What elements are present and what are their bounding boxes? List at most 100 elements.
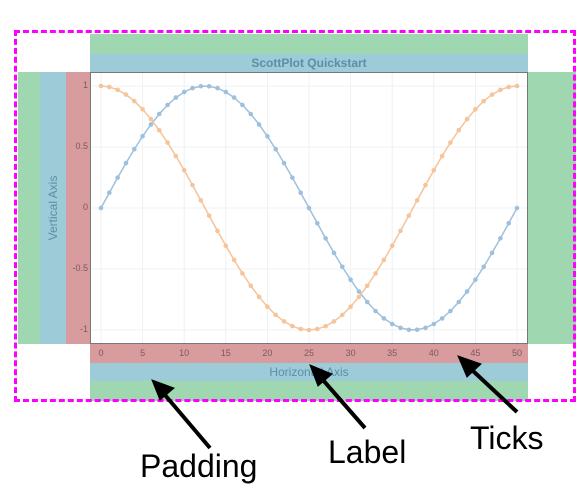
series-point-0 [464, 289, 470, 294]
x-tick-label: 50 [511, 348, 523, 358]
caption-label: Label [328, 434, 407, 470]
ylabel-region [40, 72, 66, 344]
x-tick-label: 30 [345, 348, 356, 358]
padding-arrow-head [151, 379, 175, 401]
series-point-0 [456, 299, 462, 305]
series-point-1 [198, 198, 204, 203]
series-point-1 [148, 116, 154, 122]
line-chart [91, 73, 527, 343]
series-point-1 [281, 319, 287, 324]
series-point-1 [464, 116, 470, 122]
series-point-1 [506, 84, 511, 90]
padding-right [528, 72, 576, 344]
series-point-0 [173, 95, 179, 100]
chart-title: ScottPlot Quickstart [251, 56, 367, 70]
series-point-0 [115, 175, 120, 180]
series-point-0 [356, 289, 362, 294]
series-point-0 [265, 133, 270, 139]
series-point-1 [256, 294, 262, 300]
series-point-1 [273, 312, 279, 318]
series-point-1 [215, 228, 220, 234]
series-point-0 [107, 190, 112, 196]
series-point-1 [406, 213, 412, 218]
title-label-region [90, 54, 528, 72]
series-point-1 [439, 153, 445, 159]
series-point-0 [248, 111, 254, 117]
series-point-0 [373, 308, 378, 314]
series-point-1 [323, 323, 328, 329]
ticks-arrow-head [457, 355, 482, 378]
series-point-1 [414, 198, 420, 203]
series-point-1 [223, 243, 229, 249]
series-point-1 [131, 98, 137, 104]
xlabel-region [90, 363, 528, 381]
label-arrow [321, 378, 367, 430]
series-point-0 [273, 146, 279, 152]
series-point-0 [481, 264, 487, 270]
series-point-0 [423, 325, 428, 331]
x-tick-label: 20 [262, 348, 273, 358]
x-tick-label: 15 [220, 348, 231, 358]
x-tick-label: 25 [303, 348, 315, 358]
series-point-0 [198, 83, 204, 89]
series-point-0 [439, 316, 445, 321]
figure-border [14, 30, 576, 402]
series-point-1 [206, 213, 212, 218]
ticks-arrow [470, 368, 519, 414]
series-point-0 [98, 205, 104, 211]
series-point-1 [298, 326, 303, 332]
series-point-1 [115, 87, 120, 93]
series-point-1 [165, 140, 170, 145]
series-point-1 [306, 327, 312, 333]
series-point-0 [406, 327, 412, 333]
series-point-0 [223, 89, 229, 95]
x-tick-label: 10 [179, 348, 190, 358]
series-point-0 [498, 236, 503, 241]
caption-ticks: Ticks [470, 420, 544, 456]
series-point-0 [381, 316, 387, 321]
series-point-1 [473, 106, 478, 112]
series-point-1 [448, 140, 453, 145]
series-point-0 [290, 175, 295, 180]
series-point-0 [298, 190, 303, 196]
series-point-1 [423, 182, 428, 188]
series-point-1 [107, 84, 112, 90]
series-point-0 [131, 146, 137, 152]
series-point-0 [215, 85, 220, 91]
series-point-1 [373, 271, 378, 276]
series-point-0 [398, 325, 403, 331]
series-point-0 [514, 205, 520, 211]
series-point-1 [489, 92, 495, 97]
series-point-0 [190, 85, 195, 91]
series-point-0 [389, 321, 395, 327]
series-point-1 [265, 304, 270, 310]
x-tick-label: 0 [98, 348, 104, 358]
label-arrow-head [309, 364, 333, 387]
series-point-0 [281, 160, 287, 166]
y-tick-label: 0 [82, 202, 88, 212]
series-point-1 [431, 167, 437, 173]
series-point-0 [231, 95, 237, 100]
y-tick-label: -1 [79, 324, 88, 334]
series-point-0 [256, 122, 262, 127]
y-tick-label: 0.5 [75, 141, 88, 151]
padding-left [18, 72, 40, 344]
series-point-0 [506, 220, 511, 226]
xticks-region [90, 344, 528, 363]
series-point-1 [356, 294, 362, 300]
series-point-0 [123, 160, 129, 166]
series-point-0 [414, 327, 420, 333]
series-point-1 [181, 167, 187, 173]
series-point-1 [381, 257, 387, 263]
y-tick-label: -0.5 [72, 263, 88, 273]
series-point-1 [156, 127, 162, 133]
series-point-0 [448, 308, 453, 314]
series-point-0 [339, 264, 345, 270]
series-point-0 [240, 102, 245, 108]
x-tick-label: 5 [140, 348, 146, 358]
x-tick-label: 45 [470, 348, 481, 358]
series-point-0 [364, 299, 370, 305]
series-point-0 [323, 236, 328, 241]
series-point-0 [489, 250, 495, 256]
series-point-1 [348, 304, 353, 310]
